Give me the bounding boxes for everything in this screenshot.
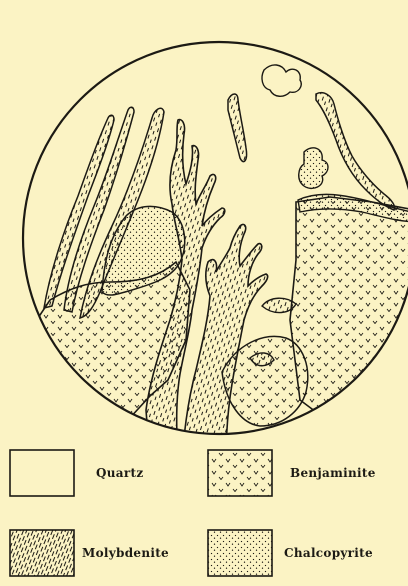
legend-swatch-benjaminite — [208, 450, 272, 496]
chalcopyrite-region-right-blob — [299, 148, 328, 189]
legend-swatch-chalcopyrite — [208, 530, 272, 576]
molybdenite-vein-top-right — [316, 93, 395, 210]
molybdenite-vein-top-center — [228, 94, 247, 162]
legend-swatch-molybdenite — [10, 530, 74, 576]
molybdenite-vein-top-band — [224, 29, 396, 63]
legend-label-molybdenite: Molybdenite — [82, 546, 169, 560]
legend-swatch-quartz — [10, 450, 74, 496]
legend-label-benjaminite: Benjaminite — [290, 466, 376, 480]
quartz-blob-top — [262, 65, 301, 96]
benjaminite-region-right — [290, 197, 408, 430]
legend-label-quartz: Quartz — [96, 466, 143, 480]
legend-label-chalcopyrite: Chalcopyrite — [284, 546, 373, 560]
